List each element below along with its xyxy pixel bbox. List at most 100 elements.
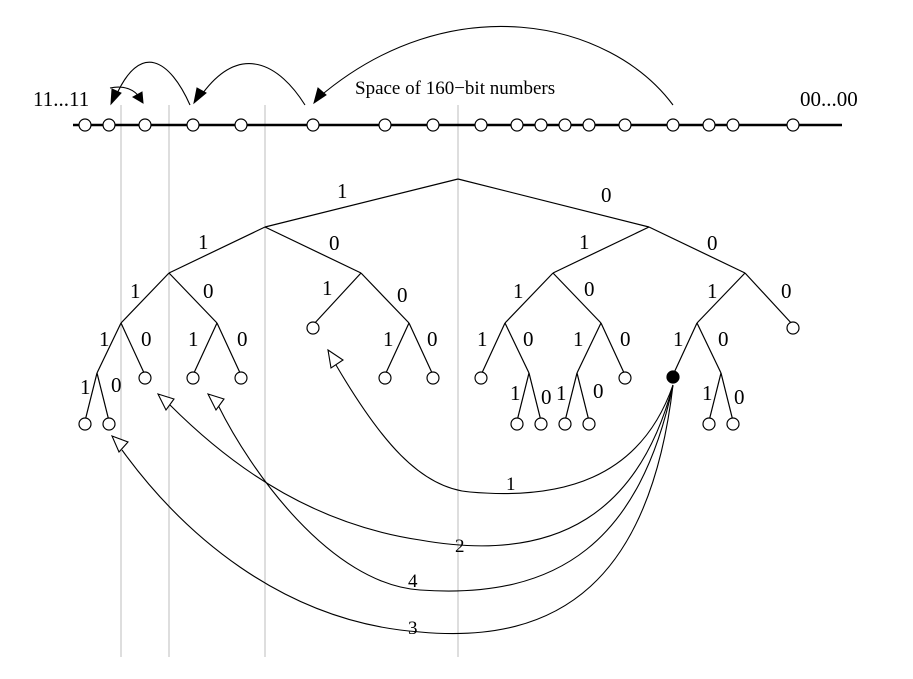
bit-label-zero: 0 <box>111 373 122 397</box>
tree-edge <box>516 372 530 422</box>
bit-label-zero: 0 <box>601 183 612 207</box>
tree-edge <box>552 272 602 324</box>
line-node <box>666 118 680 132</box>
line-node <box>702 118 716 132</box>
leaf-node <box>726 417 740 431</box>
tree-edge <box>648 226 746 274</box>
tree-edge <box>312 272 362 326</box>
open-arrowhead <box>110 435 129 454</box>
line-node <box>186 118 200 132</box>
space-title: Space of 160−bit numbers <box>355 78 555 99</box>
bit-label-zero: 0 <box>397 283 408 307</box>
bit-label-one: 1 <box>383 327 394 351</box>
tree-edge <box>192 322 218 376</box>
tree-edge <box>552 226 650 274</box>
bit-label-one: 1 <box>337 179 348 203</box>
bit-label-one: 1 <box>513 279 524 303</box>
leaf-node <box>234 371 248 385</box>
arrowhead <box>110 88 122 106</box>
tree-edge <box>408 322 434 376</box>
bit-label-zero: 0 <box>734 385 745 409</box>
source-node <box>666 370 680 384</box>
bit-label-zero: 0 <box>329 231 340 255</box>
open-arrowhead <box>206 393 225 412</box>
line-node <box>138 118 152 132</box>
line-node <box>618 118 632 132</box>
tree-leaf-nodes <box>78 321 800 431</box>
leaf-node <box>186 371 200 385</box>
line-node <box>306 118 320 132</box>
leaf-node <box>474 371 488 385</box>
left-end-label: 11...11 <box>33 87 89 111</box>
tree-edge <box>564 372 578 422</box>
line-node <box>78 118 92 132</box>
tree-edge <box>576 322 602 374</box>
bit-label-one: 1 <box>707 279 718 303</box>
tree-lookup-curves: 1 2 4 3 <box>110 348 674 639</box>
bit-label-zero: 0 <box>707 231 718 255</box>
bit-label-one: 1 <box>573 327 584 351</box>
tree-edge <box>744 272 794 326</box>
tree-edge <box>528 372 542 422</box>
bit-label-zero: 0 <box>427 327 438 351</box>
tree-edge <box>384 322 410 376</box>
id-space-number-line: Space of 160−bit numbers 11...11 00...00 <box>33 78 858 127</box>
line-node <box>474 118 488 132</box>
leaf-node <box>558 417 572 431</box>
binary-tree-edges <box>84 178 794 422</box>
lookup-step-label: 4 <box>408 571 418 592</box>
tree-edge <box>168 272 218 324</box>
arrowhead <box>193 87 207 105</box>
tree-edge <box>360 272 410 324</box>
lookup-curve-2 <box>169 384 674 547</box>
lookup-curve-3 <box>121 384 674 635</box>
tree-edge <box>120 272 170 324</box>
bit-label-one: 1 <box>673 327 684 351</box>
subtree-boundary-guides <box>120 105 459 657</box>
line-node <box>510 118 524 132</box>
bit-label-zero: 0 <box>523 327 534 351</box>
line-node <box>786 118 800 132</box>
branch-bit-labels: 1 0 1 0 1 0 1 0 1 0 1 0 1 0 1 0 1 0 1 0 … <box>80 179 792 409</box>
number-line-nodes <box>78 118 800 132</box>
bit-label-one: 1 <box>80 375 91 399</box>
bit-label-zero: 0 <box>203 279 214 303</box>
tree-edge <box>480 322 506 376</box>
bit-label-zero: 0 <box>584 277 595 301</box>
line-node <box>426 118 440 132</box>
number-line-lookup-arcs <box>109 25 674 106</box>
leaf-node <box>78 417 92 431</box>
tree-edge <box>696 322 722 374</box>
tree-edge <box>672 322 698 376</box>
arrowhead <box>132 91 144 104</box>
line-node <box>378 118 392 132</box>
leaf-node <box>306 321 320 335</box>
open-arrowhead <box>156 393 175 412</box>
bit-label-zero: 0 <box>541 385 552 409</box>
line-arc <box>114 61 191 106</box>
bit-label-one: 1 <box>130 279 141 303</box>
bit-label-one: 1 <box>477 327 488 351</box>
tree-edge <box>96 322 122 374</box>
tree-edge <box>216 322 242 376</box>
line-arc <box>199 63 306 106</box>
tree-edge <box>457 178 650 228</box>
line-node <box>558 118 572 132</box>
arrowhead <box>313 87 327 105</box>
leaf-node <box>534 417 548 431</box>
line-arc <box>317 25 674 106</box>
leaf-node <box>378 371 392 385</box>
bit-label-zero: 0 <box>718 327 729 351</box>
leaf-node <box>510 417 524 431</box>
tree-edge <box>84 372 98 422</box>
tree-edge <box>168 226 266 274</box>
lookup-step-label: 1 <box>506 474 516 495</box>
bit-label-zero: 0 <box>781 279 792 303</box>
lookup-curve-4 <box>217 384 674 592</box>
lookup-step-label: 3 <box>408 618 418 639</box>
bit-label-one: 1 <box>188 327 199 351</box>
leaf-node <box>102 417 116 431</box>
bit-label-one: 1 <box>322 276 333 300</box>
bit-label-one: 1 <box>510 381 521 405</box>
line-node <box>534 118 548 132</box>
